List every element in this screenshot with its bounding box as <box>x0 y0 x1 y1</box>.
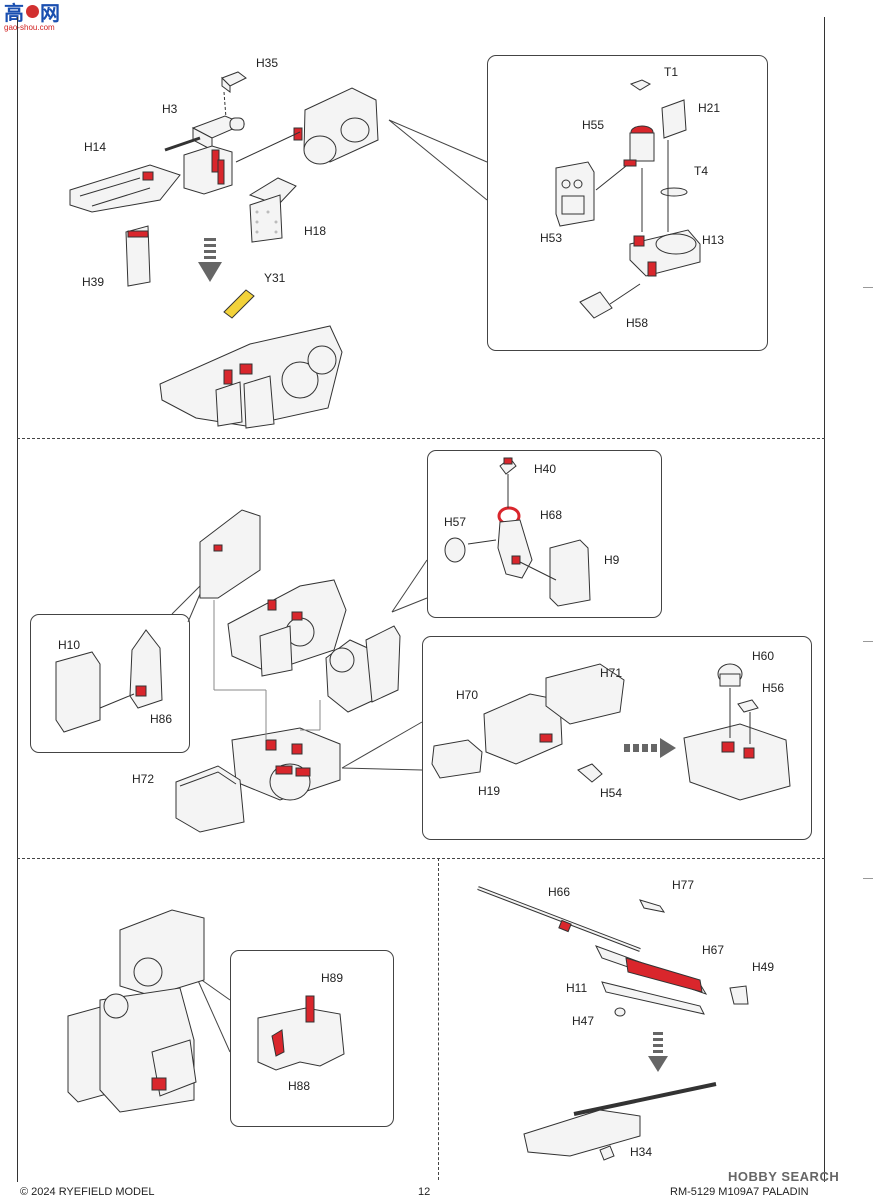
footer-page-number: 12 <box>418 1186 431 1198</box>
part-label: H55 <box>582 118 605 132</box>
part-label: H57 <box>444 515 467 529</box>
part-label: H34 <box>630 1145 653 1159</box>
part-label: H9 <box>604 553 620 567</box>
watermark: HOBBY SEARCH <box>728 1169 840 1184</box>
part-label: H89 <box>321 971 344 985</box>
part-label: H49 <box>752 960 775 974</box>
part-label: H40 <box>534 462 557 476</box>
site-logo-text: 高网 <box>4 3 61 25</box>
part-label: H47 <box>572 1014 595 1028</box>
part-label: H14 <box>84 140 107 154</box>
section-divider-1 <box>17 438 825 439</box>
part-label: H35 <box>256 56 279 70</box>
edge-mark <box>863 641 873 642</box>
section-divider-2 <box>17 858 825 859</box>
footer-product: RM-5129 M109A7 PALADIN <box>670 1186 809 1198</box>
part-label: H3 <box>162 102 178 116</box>
part-label: H56 <box>762 681 785 695</box>
part-label: H13 <box>702 233 725 247</box>
part-label: T4 <box>694 164 709 178</box>
part-label: H67 <box>702 943 725 957</box>
part-label: H68 <box>540 508 563 522</box>
part-label: T1 <box>664 65 679 79</box>
part-label: H54 <box>600 786 623 800</box>
page-frame <box>17 17 825 1182</box>
part-label: H11 <box>566 981 588 995</box>
callout-turret-detail <box>487 55 768 351</box>
part-label: H86 <box>150 712 173 726</box>
part-label: H71 <box>600 666 623 680</box>
part-label: H21 <box>698 101 721 115</box>
part-label: Y31 <box>264 271 286 285</box>
edge-mark <box>863 878 873 879</box>
part-label: H18 <box>304 224 327 238</box>
footer-copyright: © 2024 RYEFIELD MODEL <box>20 1186 155 1198</box>
site-logo-sub: gao-shou.com <box>4 23 55 32</box>
part-label: H19 <box>478 784 501 798</box>
part-label: H10 <box>58 638 81 652</box>
site-logo: 高网 gao-shou.com <box>4 4 70 34</box>
part-label: H77 <box>672 878 695 892</box>
callout-mount-detail <box>427 450 662 618</box>
part-label: H72 <box>132 772 155 786</box>
part-label: H58 <box>626 316 649 330</box>
edge-mark <box>863 287 873 288</box>
part-label: H66 <box>548 885 571 899</box>
part-label: H70 <box>456 688 479 702</box>
part-label: H88 <box>288 1079 311 1093</box>
section-divider-vertical <box>438 858 439 1180</box>
part-label: H53 <box>540 231 563 245</box>
part-label: H39 <box>82 275 105 289</box>
part-label: H60 <box>752 649 775 663</box>
